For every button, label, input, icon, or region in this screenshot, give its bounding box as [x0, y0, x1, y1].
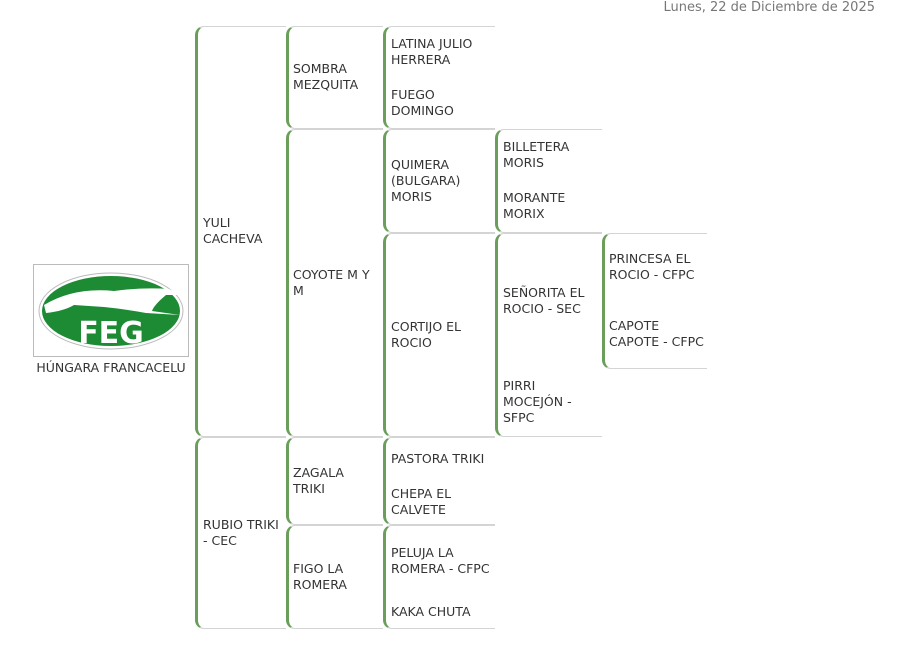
pedigree-box: [286, 437, 383, 525]
pedigree-box: [286, 129, 383, 437]
ancestor-link[interactable]: PELUJA LA ROMERA - CFPC: [391, 544, 490, 576]
pedigree-box: [195, 26, 286, 437]
ancestor-link[interactable]: COYOTE M Y M: [293, 266, 370, 298]
pedigree-box: [286, 26, 383, 129]
pedigree-box: [286, 525, 383, 629]
svg-text:FEG: FEG: [78, 316, 144, 351]
pedigree-box: [602, 233, 707, 369]
ancestor-link[interactable]: MORANTE MORIX: [503, 190, 566, 221]
sire-link[interactable]: YULI CACHEVA: [203, 215, 263, 246]
ancestor-link[interactable]: FIGO LA ROMERA: [293, 560, 347, 592]
ancestor-link[interactable]: KAKA CHUTA: [391, 604, 471, 619]
ancestor-link[interactable]: CAPOTE CAPOTE - CFPC: [609, 318, 704, 349]
ancestor-link[interactable]: BILLETERA MORIS: [503, 139, 570, 170]
pedigree-box: [383, 525, 495, 629]
ancestor-link[interactable]: CHEPA EL CALVETE: [391, 486, 452, 517]
pedigree-box: [383, 26, 495, 129]
ancestor-link[interactable]: PASTORA TRIKI: [391, 450, 485, 466]
ancestor-link[interactable]: PIRRI MOCEJÓN - SFPC: [503, 378, 572, 425]
pedigree-box: [383, 233, 495, 437]
ancestor-link[interactable]: FUEGO DOMINGO: [391, 87, 454, 118]
ancestor-link[interactable]: QUIMERA (BULGARA) MORIS: [391, 156, 461, 204]
pedigree-box: [383, 437, 495, 525]
pedigree-box: [195, 437, 286, 629]
dam-link[interactable]: RUBIO TRIKI - CEC: [203, 516, 279, 548]
ancestor-link[interactable]: SEÑORITA EL ROCIO - SEC: [503, 284, 585, 316]
ancestor-link[interactable]: PRINCESA EL ROCIO - CFPC: [609, 251, 695, 282]
pedigree-box: [495, 129, 602, 233]
ancestor-link[interactable]: CORTIJO EL ROCIO: [391, 318, 462, 350]
ancestor-link[interactable]: SOMBRA MEZQUITA: [293, 61, 359, 92]
ancestor-link[interactable]: ZAGALA TRIKI: [293, 464, 344, 496]
subject-name: HÚNGARA FRANCACELU: [36, 360, 186, 375]
pedigree-box: [495, 233, 602, 437]
feg-logo: FEG: [33, 264, 189, 357]
date-label: Lunes, 22 de Diciembre de 2025: [663, 0, 875, 15]
ancestor-link[interactable]: LATINA JULIO HERRERA: [391, 36, 473, 67]
pedigree-box: [383, 129, 495, 233]
